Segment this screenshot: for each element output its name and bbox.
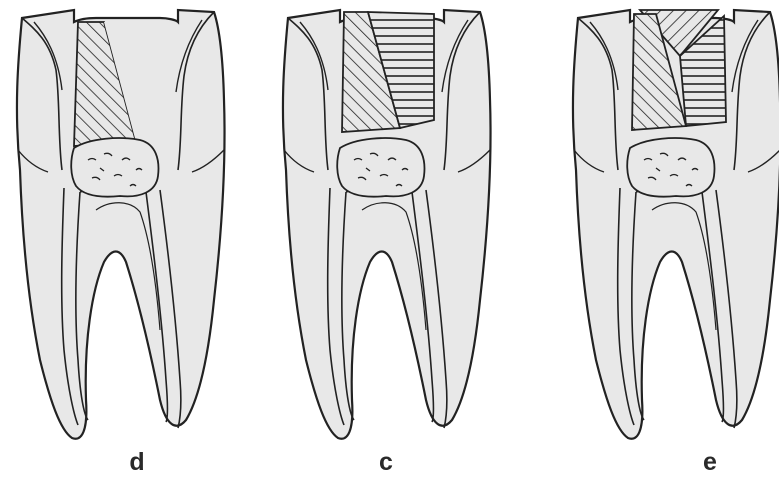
tooth-panel-e [573, 10, 779, 439]
tooth-panel-c [283, 10, 491, 439]
panel-label-d: d [117, 448, 157, 477]
panel-label-c: c [366, 448, 406, 477]
panel-label-e: e [690, 448, 730, 477]
tooth-panel-d [17, 10, 225, 439]
